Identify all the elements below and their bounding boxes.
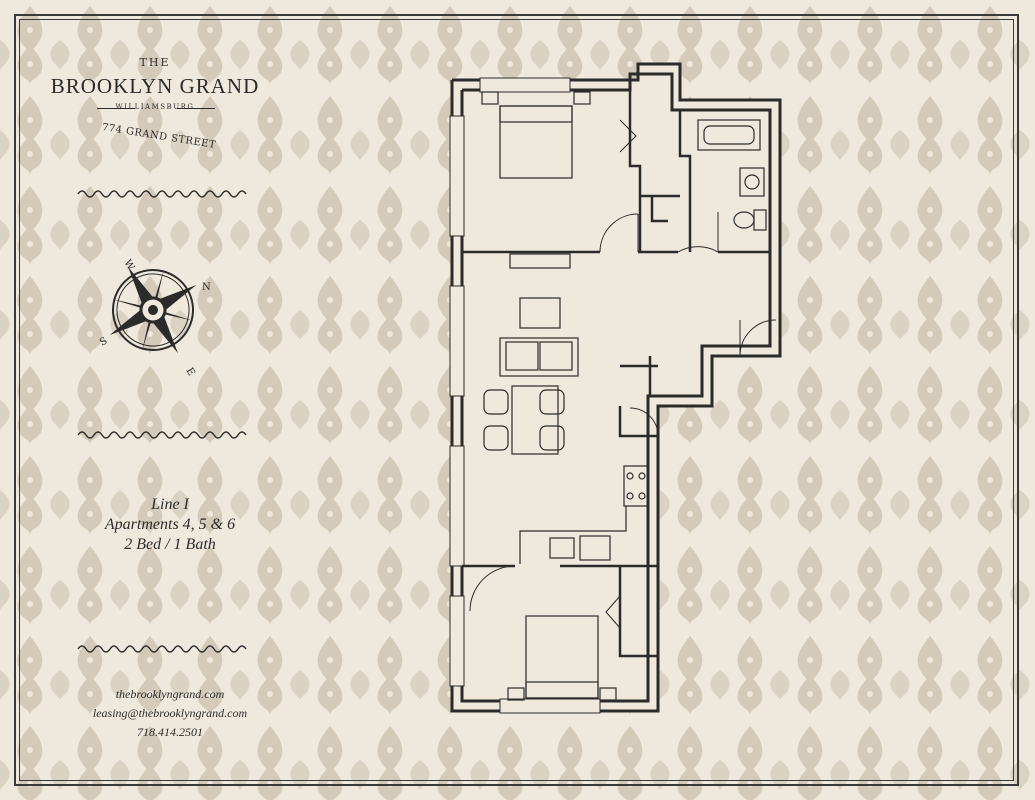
logo-rule-left (97, 108, 135, 109)
outer-frame (14, 14, 1019, 786)
kitchen-counter (519, 465, 649, 564)
tv-console (509, 253, 571, 269)
compass-south-label: S (98, 336, 110, 349)
unit-apartments: Apartments 4, 5 & 6 (104, 516, 236, 533)
dining-set (483, 385, 565, 455)
ornament-divider (77, 431, 247, 439)
compass-east-label: E (183, 366, 196, 378)
closet-door-1 (619, 119, 637, 153)
contact-info: thebrooklyngrand.com leasing@thebrooklyn… (40, 685, 300, 742)
logo-title: BROOKLYN GRAND (50, 74, 260, 98)
contact-phone[interactable]: 718.414.2501 (137, 725, 203, 739)
compass-west-label: W (121, 258, 136, 273)
logo-the: THE (139, 56, 171, 69)
bedroom-2-bed (507, 615, 617, 701)
ornament-divider (77, 645, 247, 653)
contact-website[interactable]: thebrooklyngrand.com (115, 687, 225, 701)
sofa (499, 337, 579, 377)
logo-address: 774 GRAND STREET (101, 122, 217, 151)
unit-description: Line I Apartments 4, 5 & 6 2 Bed / 1 Bat… (40, 495, 300, 555)
door-swings (469, 212, 777, 612)
inner-frame (19, 19, 1014, 781)
bedroom-1-bed (481, 91, 591, 179)
floor-area (452, 64, 780, 711)
ornament-divider (77, 190, 247, 198)
logo-neighborhood: WILLIAMSBURG (115, 103, 195, 111)
logo-rule-right (177, 108, 215, 109)
toilet (733, 209, 767, 231)
windows (449, 77, 601, 714)
compass-north-label: N (202, 282, 211, 293)
bathtub (697, 119, 761, 151)
contact-email[interactable]: leasing@thebrooklyngrand.com (92, 706, 248, 720)
compass-rose-icon: N W S E (98, 258, 211, 378)
info-panel: THE BROOKLYN GRAND WILLIAMSBURG 774 GRAN… (40, 40, 300, 760)
floor-plan (449, 62, 782, 714)
unit-line: Line I (151, 496, 189, 513)
exterior-walls (450, 62, 782, 713)
closet-door-2 (605, 595, 621, 629)
bathroom-sink (739, 167, 765, 197)
coffee-table (519, 297, 561, 329)
unit-layout: 2 Bed / 1 Bath (124, 536, 216, 553)
